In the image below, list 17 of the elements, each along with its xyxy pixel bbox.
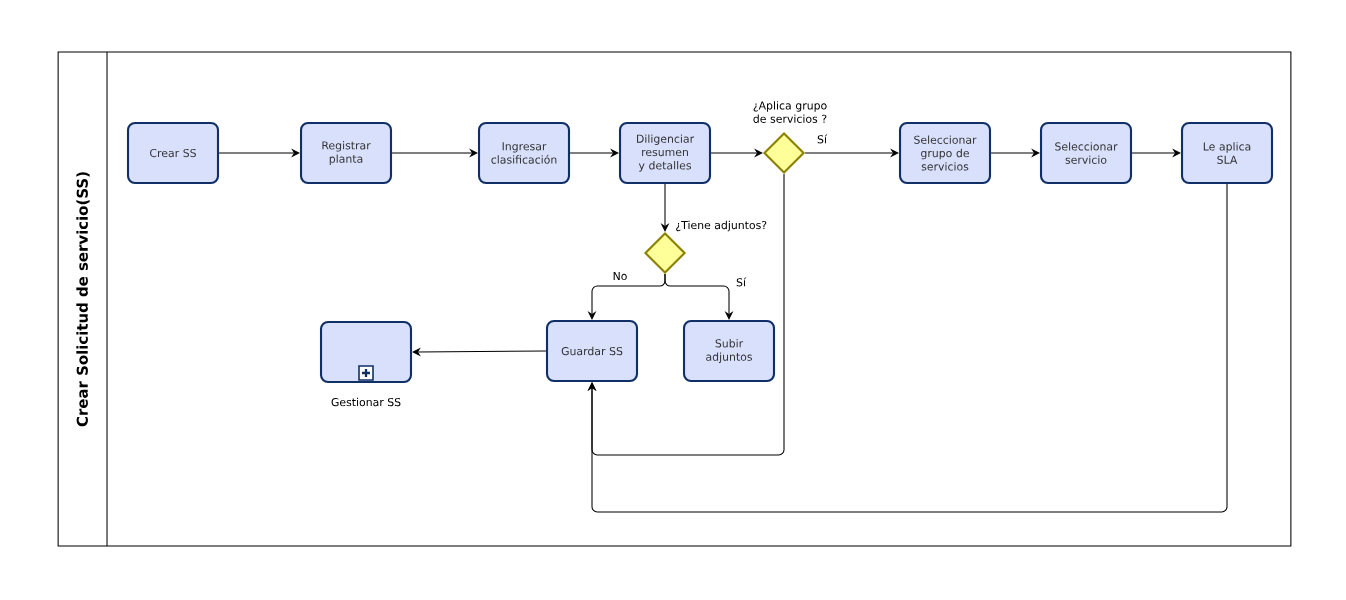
task-box: Seleccionar servicio [1039, 121, 1133, 185]
decision-label: ¿Aplica grupo de servicios ? [753, 101, 827, 123]
task-box: Crear SS [126, 121, 220, 185]
edge-label: Sí [815, 132, 829, 146]
task-box: Guardar SS [545, 319, 639, 383]
subprocess-label: Gestionar SS [331, 397, 401, 407]
arrow [664, 273, 734, 320]
task-box: Seleccionar grupo de servicios [898, 121, 992, 185]
task-box: Le aplica SLA [1180, 121, 1274, 185]
task-box: Diligenciar resumen y detalles [618, 121, 712, 185]
task-box: Subir adjuntos [682, 319, 776, 383]
edge-label: No [610, 270, 630, 282]
task-box: Registrar planta [299, 121, 393, 185]
arrow [587, 183, 1228, 513]
decision-label: ¿Tiene adjuntos? [676, 220, 767, 232]
task-box: Ingresar clasificación [477, 121, 571, 185]
edge-label: Sí [734, 275, 748, 289]
